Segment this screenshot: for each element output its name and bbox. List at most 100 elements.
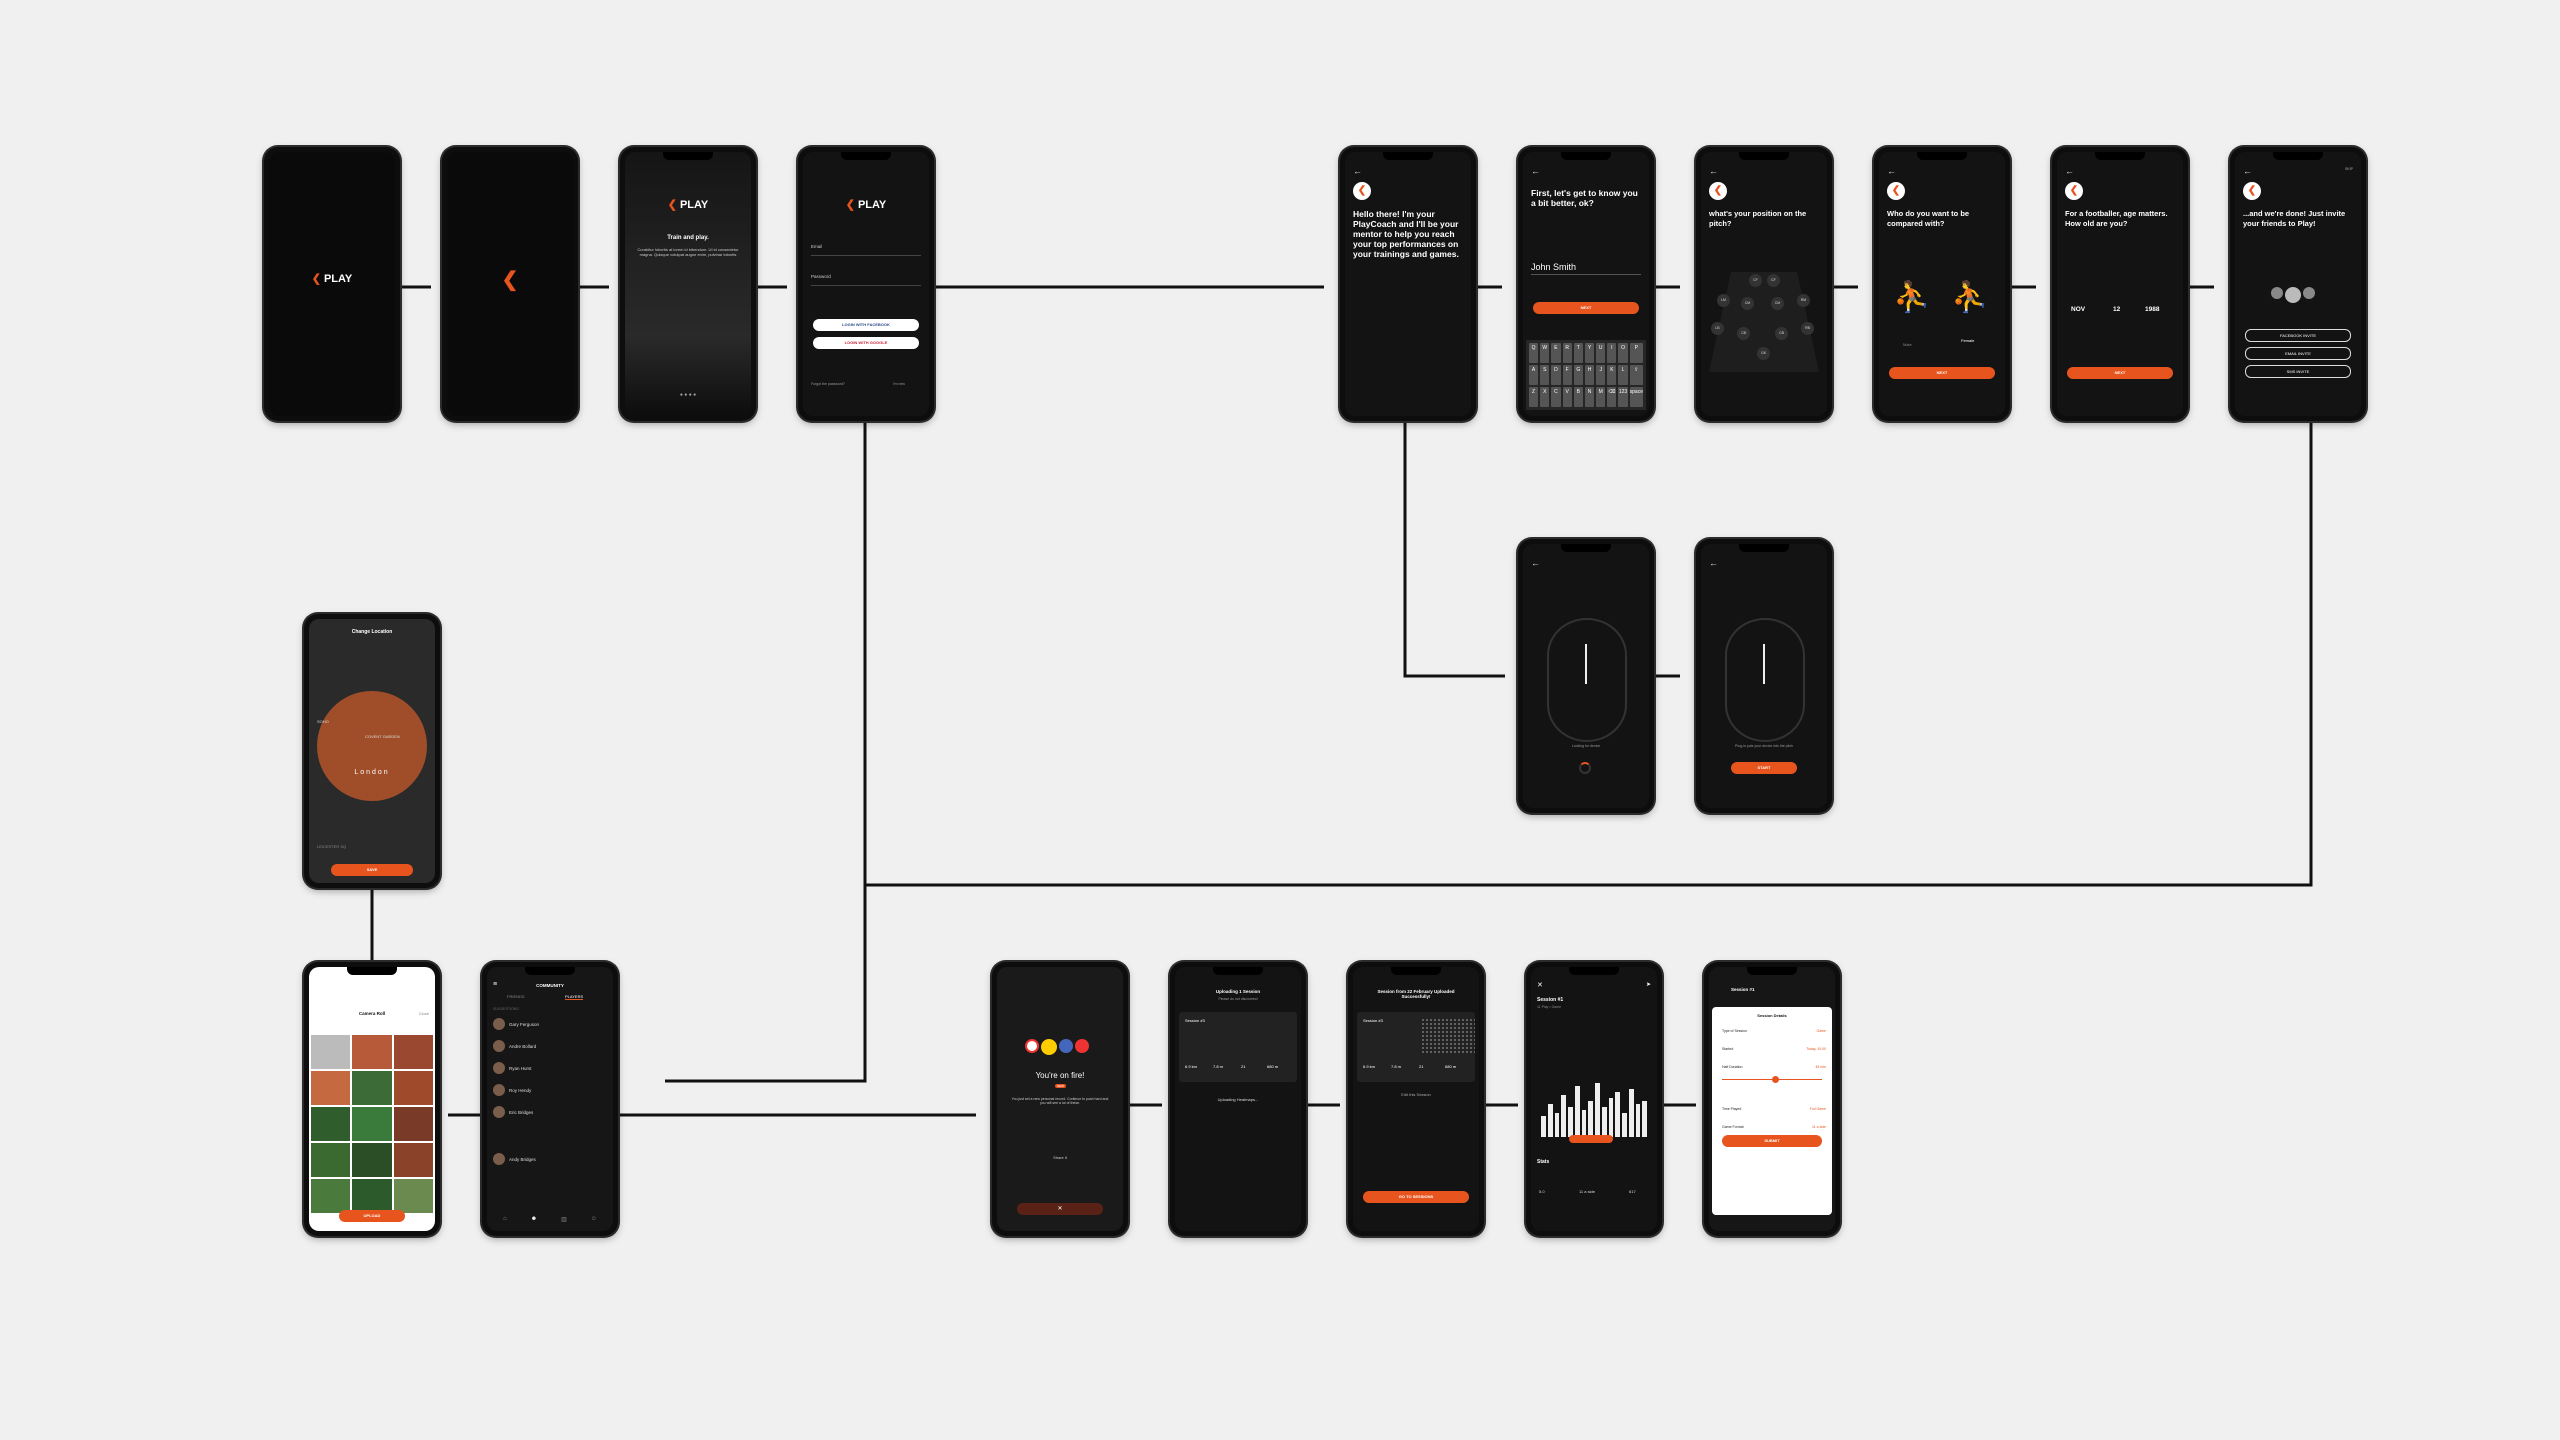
go-to-sessions-button[interactable]: GO TO SESSIONS bbox=[1363, 1191, 1469, 1203]
save-button[interactable]: SAVE bbox=[331, 864, 413, 876]
chart-bar bbox=[1588, 1101, 1593, 1137]
password-field[interactable]: Password bbox=[811, 274, 921, 286]
birth-year[interactable]: 1988 bbox=[2145, 306, 2160, 313]
session-name: Session #3 bbox=[1185, 1018, 1205, 1023]
back-arrow-icon[interactable]: ← bbox=[1353, 166, 1362, 176]
signup-link[interactable]: I'm new bbox=[893, 382, 905, 386]
heatmap-dots bbox=[1421, 1018, 1475, 1054]
chart-bar bbox=[1561, 1095, 1566, 1137]
next-button[interactable]: NEXT bbox=[1889, 367, 1995, 379]
suggestions-heading: SUGGESTIONS bbox=[493, 1007, 519, 1011]
male-label: Male bbox=[1903, 342, 1912, 347]
edit-session-link[interactable]: Edit this Session bbox=[1401, 1092, 1431, 1097]
female-label: Female bbox=[1961, 338, 1975, 343]
field-value[interactable]: Today, 10:00 bbox=[1806, 1047, 1826, 1051]
position-lm[interactable]: LM bbox=[1717, 294, 1730, 307]
email-invite-button[interactable]: EMAIL INVITE bbox=[2245, 347, 2351, 360]
field-value[interactable]: Game bbox=[1816, 1029, 1826, 1033]
position-rb[interactable]: RB bbox=[1801, 322, 1814, 335]
screen-hello: ← ❮ Hello there! I'm your PlayCoach and … bbox=[1340, 147, 1476, 421]
stats-icon[interactable]: ▥ bbox=[561, 1217, 567, 1223]
close-icon[interactable]: ✕ bbox=[1537, 982, 1543, 989]
chart-bar bbox=[1581, 1110, 1587, 1137]
player-row[interactable]: Gary Ferguson bbox=[493, 1015, 607, 1033]
forgot-password-link[interactable]: Forgot the password? bbox=[811, 382, 845, 386]
next-button[interactable]: NEXT bbox=[2067, 367, 2173, 379]
close-button[interactable]: ✕ bbox=[1017, 1203, 1103, 1215]
submit-button[interactable]: SUBMIT bbox=[1722, 1135, 1822, 1147]
photo-grid[interactable] bbox=[311, 1035, 433, 1225]
skip-link[interactable]: SKIP bbox=[2345, 167, 2353, 171]
next-button[interactable]: NEXT bbox=[1533, 302, 1639, 314]
details-sheet[interactable]: Session Details Type of Session Game Sta… bbox=[1712, 1007, 1832, 1215]
position-cf[interactable]: CF bbox=[1767, 274, 1780, 287]
player-row[interactable]: Roy Hendy bbox=[493, 1081, 607, 1099]
close-link[interactable]: Close bbox=[418, 1011, 429, 1016]
position-cb[interactable]: CB bbox=[1737, 327, 1750, 340]
field-value[interactable]: 45 min bbox=[1815, 1065, 1826, 1069]
birth-month[interactable]: NOV bbox=[2071, 306, 2086, 313]
player-row[interactable]: Eric Bridges bbox=[493, 1103, 607, 1121]
position-cm[interactable]: CM bbox=[1771, 297, 1784, 310]
stat-value: 11 a side bbox=[1579, 1189, 1595, 1194]
player-row[interactable]: Andy Bridges bbox=[493, 1150, 607, 1168]
facebook-login-button[interactable]: LOGIN WITH FACEBOOK bbox=[813, 319, 919, 331]
community-icon[interactable]: ☻ bbox=[530, 1216, 538, 1222]
player-row[interactable]: Andre Bollard bbox=[493, 1037, 607, 1055]
pager-dots[interactable]: ● ● ● ● bbox=[679, 392, 697, 398]
back-arrow-icon[interactable]: ← bbox=[1709, 166, 1718, 176]
share-icon[interactable]: ➤ bbox=[1645, 982, 1651, 988]
chart-bar bbox=[1635, 1104, 1641, 1137]
device-field-outline bbox=[1725, 618, 1805, 742]
profile-icon[interactable]: ☺ bbox=[590, 1216, 597, 1222]
location-title: Change Location bbox=[351, 629, 393, 635]
back-arrow-icon[interactable]: ← bbox=[2243, 166, 2252, 176]
menu-icon[interactable]: ≡ bbox=[493, 981, 498, 988]
back-arrow-icon[interactable]: ← bbox=[1531, 558, 1540, 568]
intro-tagline: Train and play. bbox=[667, 235, 709, 241]
chart-bar bbox=[1595, 1083, 1600, 1137]
field-value[interactable]: 11 a side bbox=[1812, 1125, 1826, 1129]
back-arrow-icon[interactable]: ← bbox=[1887, 166, 1896, 176]
facebook-invite-button[interactable]: FACEBOOK INVITE bbox=[2245, 329, 2351, 342]
details-title: Session Details bbox=[1757, 1013, 1787, 1018]
field-value[interactable]: Full Game bbox=[1809, 1107, 1826, 1111]
name-input[interactable]: John Smith bbox=[1531, 262, 1641, 275]
coach-avatar: ❮ bbox=[2065, 182, 2083, 200]
google-login-button[interactable]: LOGIN WITH GOOGLE bbox=[813, 337, 919, 349]
back-arrow-icon[interactable]: ← bbox=[2065, 166, 2074, 176]
position-cm[interactable]: CM bbox=[1741, 297, 1754, 310]
community-title: COMMUNITY bbox=[536, 983, 564, 988]
heatmap-uploading: Uploading Heatmaps... bbox=[1217, 1097, 1259, 1102]
female-player-image[interactable]: ⛹ bbox=[1951, 281, 1989, 314]
position-lb[interactable]: LB bbox=[1711, 322, 1724, 335]
male-player-image[interactable]: ⛹ bbox=[1893, 281, 1931, 314]
location-radius-circle[interactable] bbox=[317, 691, 427, 801]
upload-button[interactable]: UPLOAD bbox=[339, 1210, 405, 1222]
start-button[interactable]: START bbox=[1731, 762, 1797, 774]
slider-handle[interactable] bbox=[1772, 1076, 1779, 1083]
position-cb[interactable]: CB bbox=[1775, 327, 1788, 340]
home-icon[interactable]: ⌂ bbox=[503, 1216, 507, 1222]
share-link[interactable]: Share it bbox=[1053, 1155, 1067, 1160]
position-gk[interactable]: GK bbox=[1757, 347, 1770, 360]
screen-camera-roll: Camera Roll Close UPLOAD bbox=[304, 962, 440, 1236]
back-arrow-icon[interactable]: ← bbox=[1709, 558, 1718, 568]
tab-friends[interactable]: FRIENDS bbox=[507, 994, 525, 999]
tab-players[interactable]: PLAYERS bbox=[565, 994, 584, 1000]
position-cf[interactable]: CF bbox=[1749, 274, 1762, 287]
session-card[interactable]: Session #3 6.9 km 7.8 m 21 680 m bbox=[1357, 1012, 1475, 1082]
back-arrow-icon[interactable]: ← bbox=[1531, 166, 1540, 176]
position-rm[interactable]: RM bbox=[1797, 294, 1810, 307]
bottom-tab-bar[interactable]: ⌂ ☻ ▥ ☺ bbox=[491, 1216, 609, 1223]
area-soho: SOHO bbox=[317, 719, 329, 724]
session-card[interactable]: Session #3 6.9 km 7.8 m 21 680 m bbox=[1179, 1012, 1297, 1082]
birth-day[interactable]: 12 bbox=[2113, 306, 2121, 313]
fire-title: You're on fire! bbox=[1035, 1071, 1085, 1080]
coach-avatar: ❮ bbox=[1353, 182, 1371, 200]
chart-range-pill[interactable] bbox=[1569, 1135, 1613, 1143]
email-field[interactable]: Email bbox=[811, 244, 921, 256]
sms-invite-button[interactable]: SMS INVITE bbox=[2245, 365, 2351, 378]
player-row[interactable]: Ryan Hurst bbox=[493, 1059, 607, 1077]
